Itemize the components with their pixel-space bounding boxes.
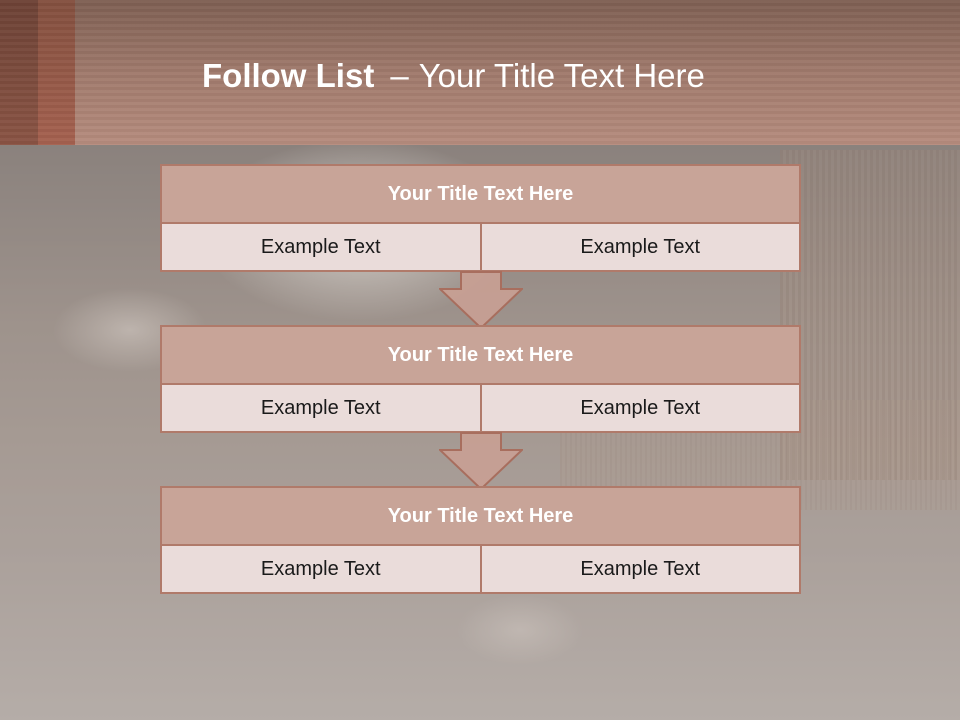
block-row: Example Text Example Text	[162, 385, 799, 431]
block-cell-left: Example Text	[260, 396, 381, 419]
step-block-3: Your Title Text Here Example Text Exampl…	[160, 486, 801, 594]
block-cell-right: Example Text	[479, 385, 800, 431]
block-title: Your Title Text Here	[162, 488, 799, 546]
title-separator: –	[390, 57, 409, 94]
step-block-2: Your Title Text Here Example Text Exampl…	[160, 325, 801, 433]
header-band	[0, 0, 960, 145]
title-rest: Your Title Text Here	[418, 57, 705, 94]
block-cell-left: Example Text	[260, 235, 381, 258]
down-arrow-icon	[439, 432, 523, 490]
block-cell-right: Example Text	[479, 546, 800, 592]
title-bold: Follow List	[202, 57, 375, 94]
step-block-1: Your Title Text Here Example Text Exampl…	[160, 164, 801, 272]
slide-title: Follow List–Your Title Text Here	[202, 54, 705, 98]
header-accent-strip	[0, 0, 38, 145]
down-arrow-icon	[439, 271, 523, 329]
block-title: Your Title Text Here	[162, 166, 799, 224]
block-cell-left: Example Text	[260, 557, 381, 580]
block-row: Example Text Example Text	[162, 224, 799, 270]
block-row: Example Text Example Text	[162, 546, 799, 592]
header-texture	[0, 0, 960, 145]
header-accent-strip	[38, 0, 75, 145]
background-texture	[780, 150, 960, 480]
block-title: Your Title Text Here	[162, 327, 799, 385]
block-cell-right: Example Text	[479, 224, 800, 270]
